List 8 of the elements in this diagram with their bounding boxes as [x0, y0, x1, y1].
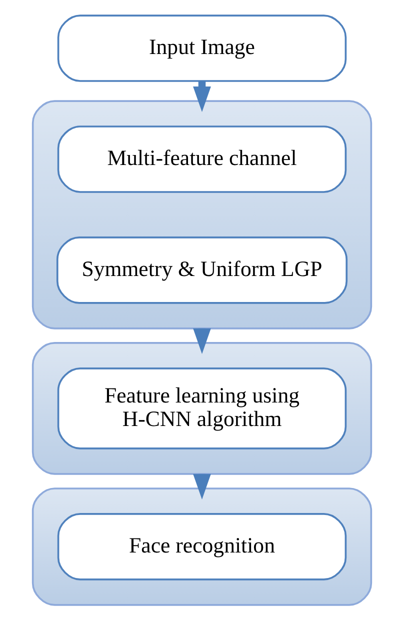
- node-box: Feature learning using H-CNN algorithm: [56, 368, 346, 450]
- node-box: Multi-feature channel: [56, 126, 346, 193]
- cluster: [31, 488, 372, 606]
- node-box: Face recognition: [56, 513, 346, 580]
- node-box: Symmetry & Uniform LGP: [56, 236, 348, 304]
- cluster: [31, 342, 372, 475]
- cluster: [31, 100, 372, 330]
- node-box: Input Image: [56, 14, 346, 82]
